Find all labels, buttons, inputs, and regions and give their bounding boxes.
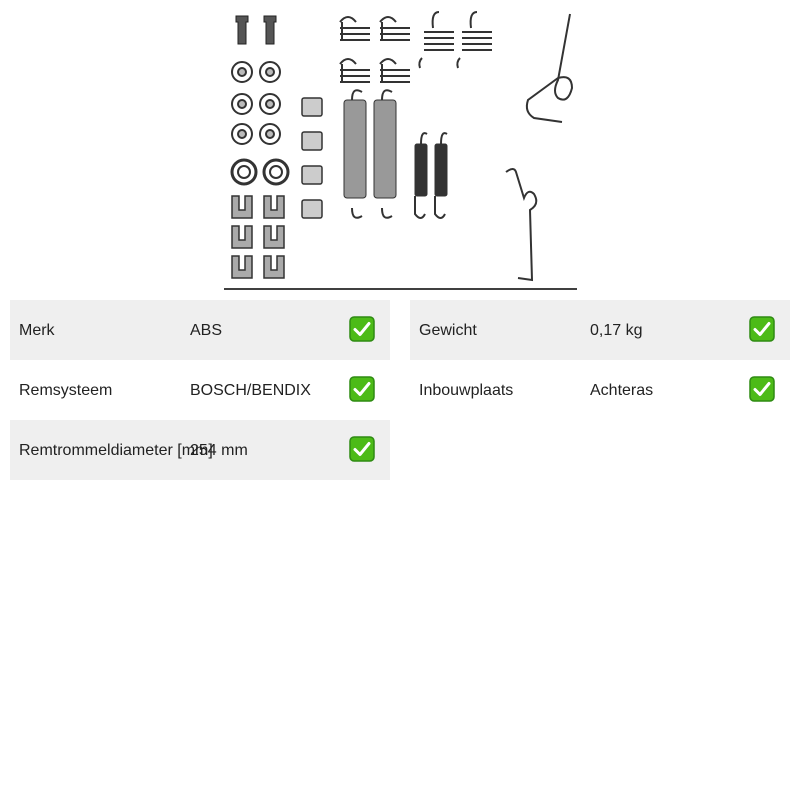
spec-label: Remsysteem	[19, 382, 113, 399]
spec-label: Gewicht	[419, 322, 477, 339]
check-box-icon	[349, 316, 375, 342]
check-box-icon	[749, 376, 775, 402]
spec-label: Inbouwplaats	[419, 382, 514, 399]
spec-row-weight: Gewicht 0,17 kg	[410, 300, 790, 360]
spec-label: Remtrommeldiameter [mm]	[19, 442, 213, 459]
spec-table-left: Merk ABS Remsysteem BOSCH/BENDIX Remtrom…	[10, 300, 390, 480]
spec-label: Merk	[19, 322, 55, 339]
spec-value: 0,17 kg	[590, 322, 643, 339]
spec-row-brand: Merk ABS	[10, 300, 390, 360]
brake-shoe-fitting-kit-image	[224, 11, 577, 290]
spec-row-brake-system: Remsysteem BOSCH/BENDIX	[10, 360, 390, 420]
check-box-icon	[749, 316, 775, 342]
spec-value: Achteras	[590, 382, 654, 399]
spec-row-drum-diameter: Remtrommeldiameter [mm] 254 mm	[10, 420, 390, 480]
spec-value: 254 mm	[190, 442, 248, 459]
check-box-icon	[349, 376, 375, 402]
spec-table-right: Gewicht 0,17 kg Inbouwplaats Achteras	[410, 300, 790, 420]
product-image	[224, 8, 577, 290]
spec-value: ABS	[190, 322, 223, 339]
spec-row-mounting-position: Inbouwplaats Achteras	[410, 360, 790, 420]
check-box-icon	[349, 436, 375, 462]
spec-value: BOSCH/BENDIX	[190, 382, 311, 399]
